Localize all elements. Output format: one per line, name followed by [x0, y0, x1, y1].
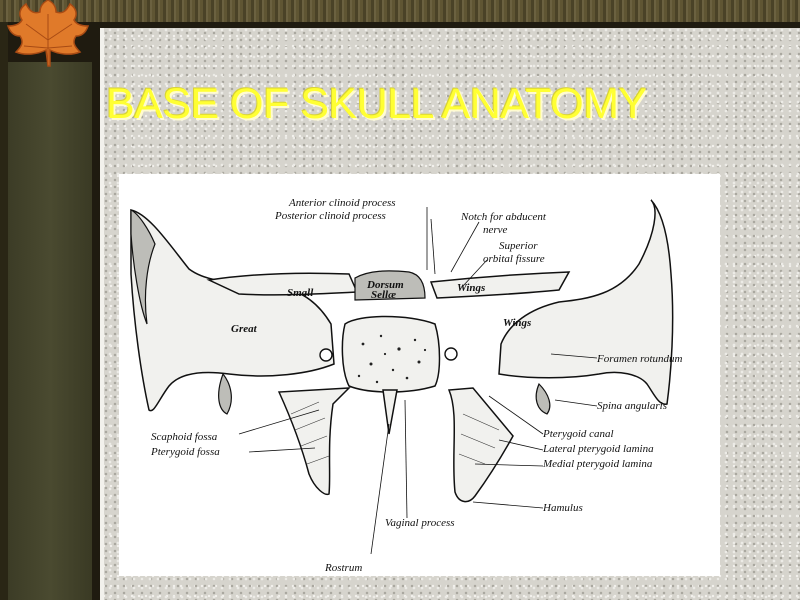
label-dorsum: Dorsum: [366, 279, 404, 291]
right-pterygoid-shading: [458, 413, 500, 465]
label-scaphoid-fossa: Scaphoid fossa: [151, 431, 218, 443]
label-great-wing: Great: [231, 323, 258, 335]
rostrum: [382, 389, 398, 435]
label-foramen-rotundum: Foramen rotundum: [596, 353, 683, 365]
right-spine: [535, 382, 551, 415]
left-foramen-rotundum: [319, 348, 333, 362]
sinus-pores: [357, 334, 427, 384]
label-superior-orbital-line2: orbital fissure: [483, 253, 545, 265]
leader-lines: [238, 207, 598, 555]
label-medial-pterygoid-lamina: Medial pterygoid lamina: [542, 458, 653, 470]
label-vaginal-process: Vaginal process: [385, 517, 455, 529]
right-pterygoid-plates: [447, 387, 514, 503]
label-anterior-clinoid-process: Anterior clinoid process: [288, 197, 396, 209]
label-wings-small: Wings: [457, 282, 485, 294]
left-wing-tip-texture: [130, 209, 156, 325]
label-rostrum: Rostrum: [324, 562, 362, 574]
label-notch-abducent-line2: nerve: [483, 224, 508, 236]
label-notch-abducent-line1: Notch for abducent: [460, 211, 547, 223]
left-spine: [218, 372, 232, 415]
left-small-wing: [206, 272, 359, 296]
label-superior-orbital-line1: Superior: [499, 240, 538, 252]
label-sellae: Sellæ: [371, 289, 396, 301]
slide-title: BASE OF SKULL ANATOMY: [106, 80, 647, 128]
sphenoid-illustration: Anterior clinoid process Posterior clino…: [130, 197, 683, 574]
top-border: [0, 0, 800, 22]
right-foramen-rotundum: [444, 347, 458, 361]
left-border: [0, 22, 8, 600]
dorsum-sellae: [354, 270, 426, 301]
sphenoid-diagram: Anterior clinoid process Posterior clino…: [119, 174, 720, 576]
left-pterygoid-shading: [290, 401, 330, 465]
sphenoid-body: [341, 315, 441, 393]
maple-leaf-icon: [6, 0, 90, 67]
left-sidebar-bar: [8, 62, 92, 600]
label-pterygoid-canal: Pterygoid canal: [542, 428, 614, 440]
label-small-wing: Small: [287, 287, 314, 299]
label-lateral-pterygoid-lamina: Lateral pterygoid lamina: [542, 443, 654, 455]
left-great-wing: [130, 209, 335, 412]
label-posterior-clinoid-process: Posterior clinoid process: [274, 210, 386, 222]
label-pterygoid-fossa: Pterygoid fossa: [150, 446, 220, 458]
panel-edge: [100, 28, 104, 600]
label-hamulus: Hamulus: [542, 502, 583, 514]
right-small-wing: [429, 271, 571, 299]
right-great-wing: [498, 199, 674, 405]
label-spina-angularis: Spina angularis: [597, 400, 667, 412]
label-wings-great: Wings: [503, 317, 531, 329]
